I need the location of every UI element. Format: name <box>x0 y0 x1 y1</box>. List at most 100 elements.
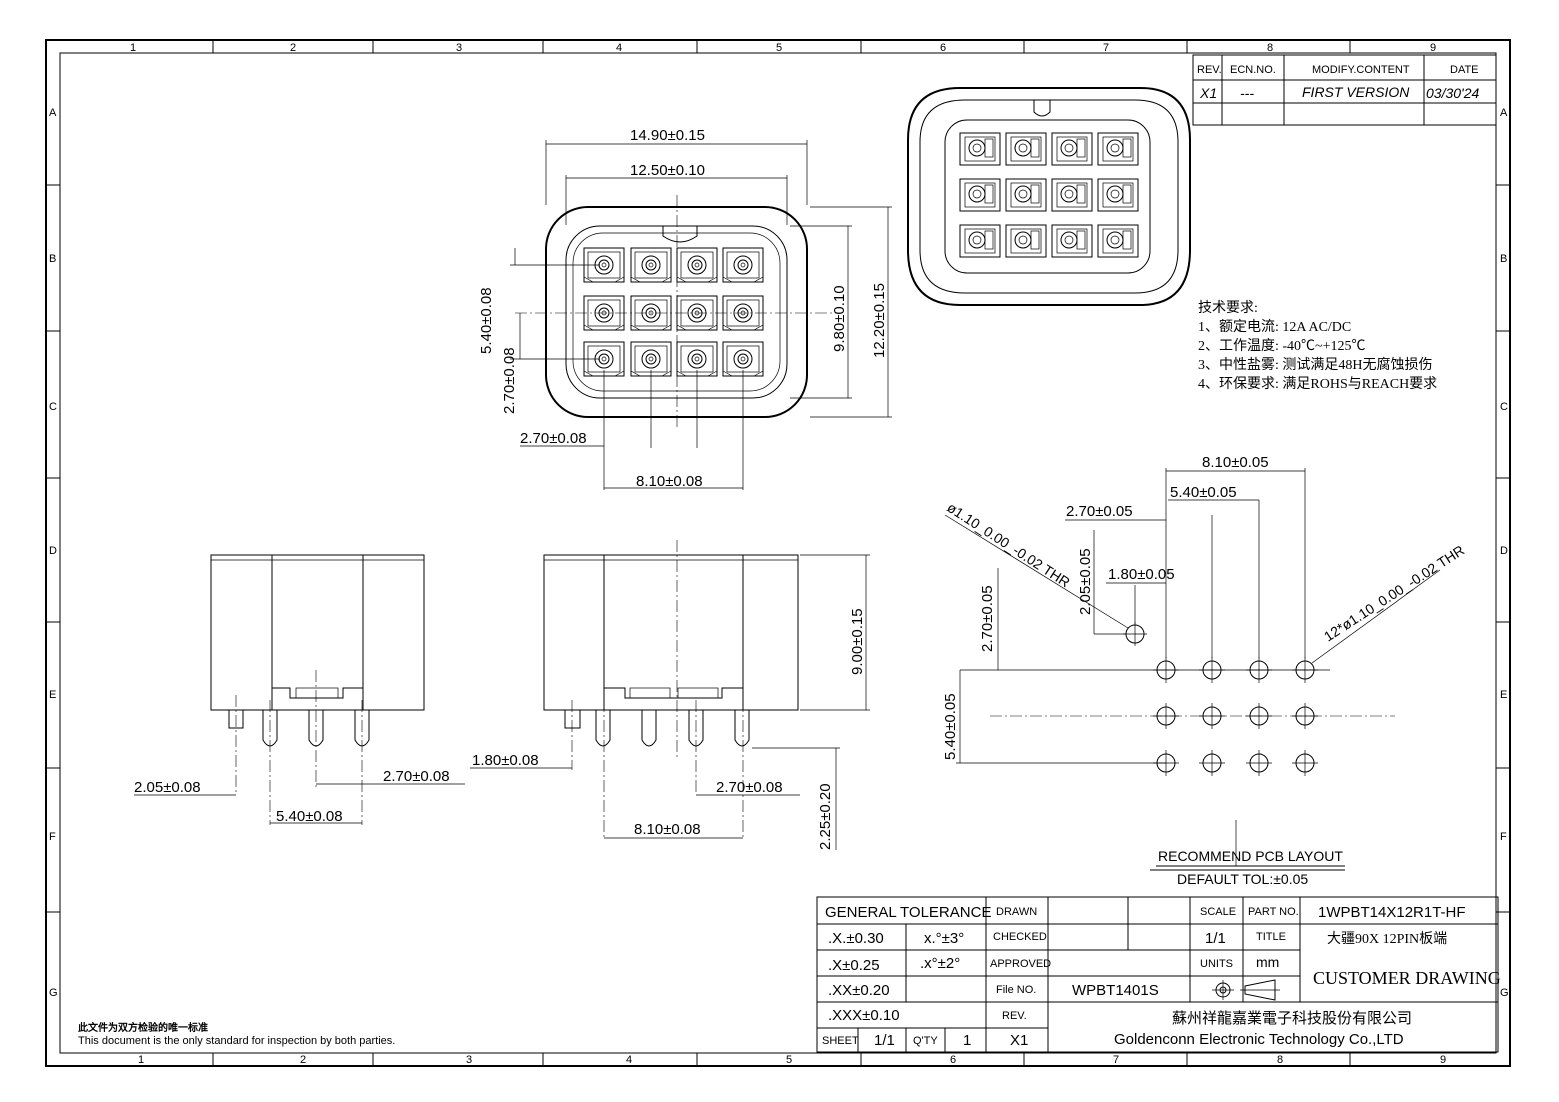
iso-cavity <box>1005 178 1047 212</box>
general-tolerance-label: GENERAL TOLERANCE <box>825 904 991 921</box>
outer-frame <box>45 39 1511 1067</box>
footer-note-en: This document is the only standard for i… <box>78 1035 395 1047</box>
qty-label: Q'TY <box>913 1035 938 1047</box>
col-label-9-bottom: 9 <box>1440 1054 1446 1066</box>
pcb-tolerance: DEFAULT TOL:±0.05 <box>1177 871 1308 887</box>
footer-note-cn: 此文件为双方检验的唯一标准 <box>78 1021 208 1034</box>
dim-pin-offset-left: 2.05±0.08 <box>134 779 201 796</box>
col-label-6: 6 <box>940 42 946 54</box>
approved-label: APPROVED <box>990 958 1051 970</box>
pcb-dim-rows-span: 5.40±0.05 <box>942 693 959 760</box>
title-value: 大疆90X 12PIN板端 <box>1327 931 1447 947</box>
dim-pin-span-left: 5.40±0.08 <box>276 808 343 825</box>
title-label: TITLE <box>1256 931 1286 943</box>
title-block: GENERAL TOLERANCE .X.±0.30 x.°±3° .X±0.2… <box>816 896 1501 1053</box>
rev-value: X1 <box>1199 85 1217 101</box>
iso-view <box>907 87 1191 306</box>
iso-cavity <box>1097 224 1139 258</box>
row-label-a-right: A <box>1500 107 1508 119</box>
front-cavity <box>630 247 672 283</box>
row-label-d: D <box>49 545 57 557</box>
front-cavity <box>722 247 764 283</box>
col-label-3: 3 <box>456 42 462 54</box>
pcb-dim-peg-y: 2.05±0.05 <box>1077 548 1094 615</box>
row-label-g-right: G <box>1500 987 1509 999</box>
pcb-hole <box>1246 750 1272 776</box>
pcb-dim-peg-to-row: 2.70±0.05 <box>979 585 996 652</box>
row-label-c: C <box>49 401 57 413</box>
tol-row-1: .X.±0.30 <box>828 930 884 947</box>
iso-cavity <box>1097 132 1139 166</box>
zone-labels: 1 2 3 4 5 6 7 8 9 1 2 3 4 5 6 7 8 9 A B … <box>49 42 1509 1066</box>
col-label-4-bottom: 4 <box>626 1054 632 1066</box>
tech-item-1: 1、额定电流: 12A AC/DC <box>1198 319 1351 335</box>
pcb-layout: 8.10±0.05 5.40±0.05 2.70±0.05 1.80±0.05 … <box>942 454 1467 887</box>
iso-cavity <box>1051 178 1093 212</box>
part-no-value: 1WPBT14X12R1T-HF <box>1318 904 1466 921</box>
col-label-4: 4 <box>616 42 622 54</box>
col-label-5: 5 <box>776 42 782 54</box>
ecn-value: --- <box>1240 85 1254 101</box>
row-label-c-right: C <box>1500 401 1508 413</box>
tol-row-3: .XX±0.20 <box>828 982 890 999</box>
pcb-dim-pitch: 2.70±0.05 <box>1066 503 1133 520</box>
dim-pin-span-right: 8.10±0.08 <box>634 821 701 838</box>
file-no-label: File NO. <box>996 984 1036 996</box>
zone-ticks <box>46 40 1510 1066</box>
file-no-value: WPBT1401S <box>1072 982 1159 999</box>
iso-cavity <box>1051 224 1093 258</box>
scale-value: 1/1 <box>1205 930 1226 947</box>
col-label-9: 9 <box>1430 42 1436 54</box>
units-value: mm <box>1256 954 1279 970</box>
front-view <box>515 195 840 430</box>
pcb-peg-hole-note: ø1.10_0.00_-0.02 THR <box>944 499 1073 590</box>
iso-cavity <box>959 132 1001 166</box>
dim-inner-width: 12.50±0.10 <box>630 162 705 179</box>
iso-cavity <box>1097 178 1139 212</box>
row-label-b: B <box>49 253 56 265</box>
iso-cavity <box>1005 132 1047 166</box>
sheet-label: SHEET <box>822 1035 859 1047</box>
tech-item-2: 2、工作温度: -40℃~+125℃ <box>1198 338 1366 354</box>
row-label-d-right: D <box>1500 545 1508 557</box>
dim-row-pitch-left: 5.40±0.08 <box>478 287 495 354</box>
col-label-1-bottom: 1 <box>138 1054 144 1066</box>
dim-pin-pitch-left: 2.70±0.08 <box>383 768 450 785</box>
modify-header: MODIFY.CONTENT <box>1312 64 1410 76</box>
front-dimensions: 14.90±0.15 12.50±0.10 12.20±0.15 9.80±0.… <box>478 127 892 490</box>
drawn-label: DRAWN <box>996 906 1037 918</box>
tech-requirements: 技术要求: 1、额定电流: 12A AC/DC 2、工作温度: -40℃~+12… <box>1198 300 1437 392</box>
ecn-header: ECN.NO. <box>1230 64 1276 76</box>
col-label-2: 2 <box>290 42 296 54</box>
side-view-left <box>210 554 425 825</box>
dim-inner-height: 9.80±0.10 <box>831 285 848 352</box>
pcb-hole <box>1292 750 1318 776</box>
checked-label: CHECKED <box>993 931 1047 943</box>
row-label-f: F <box>49 831 56 843</box>
row-label-a: A <box>49 107 57 119</box>
rev-header: REV. <box>1197 64 1222 76</box>
iso-cavity <box>1051 132 1093 166</box>
dim-pin-length: 2.25±0.20 <box>817 783 834 850</box>
col-label-3-bottom: 3 <box>466 1054 472 1066</box>
projection-symbol-icon <box>1212 979 1280 1001</box>
dim-overall-height: 12.20±0.15 <box>871 283 888 358</box>
modify-value: FIRST VERSION <box>1302 84 1410 100</box>
pcb-hole <box>1199 750 1225 776</box>
scale-label: SCALE <box>1200 906 1236 918</box>
pcb-dim-span-total: 8.10±0.05 <box>1202 454 1269 471</box>
front-cavities <box>583 247 764 377</box>
side-left-dimensions: 2.05±0.08 2.70±0.08 5.40±0.08 <box>134 768 465 825</box>
sheet-value: 1/1 <box>874 1032 895 1049</box>
dim-pin-offset-right: 1.80±0.08 <box>472 752 539 769</box>
col-label-1: 1 <box>130 42 136 54</box>
dim-col-pitch-bottom: 2.70±0.08 <box>520 430 587 447</box>
part-no-label: PART NO. <box>1248 906 1299 918</box>
row-label-g: G <box>49 987 58 999</box>
dim-pin-pitch-right: 2.70±0.08 <box>716 779 783 796</box>
col-label-6-bottom: 6 <box>950 1054 956 1066</box>
dim-overall-width: 14.90±0.15 <box>630 127 705 144</box>
tol-row-4: .XXX±0.10 <box>828 1007 900 1024</box>
units-label: UNITS <box>1200 958 1233 970</box>
